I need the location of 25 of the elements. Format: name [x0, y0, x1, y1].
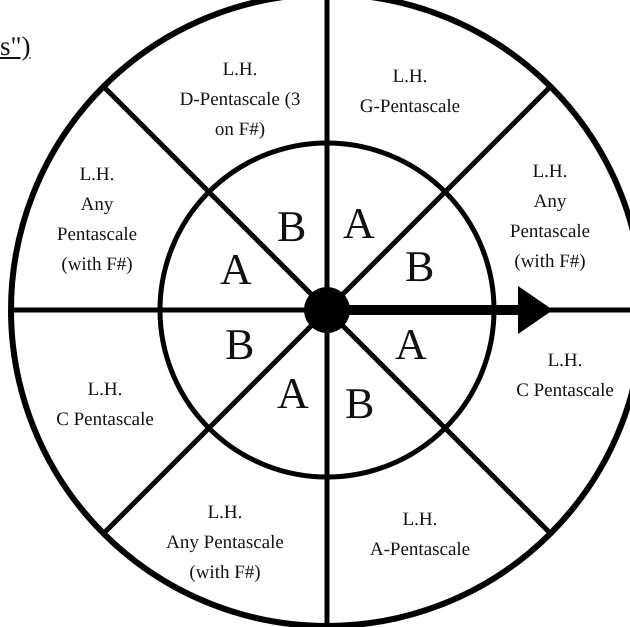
- sector-letter: A: [277, 372, 309, 416]
- sector-label: L.H.: [546, 349, 584, 373]
- sector-letter: B: [405, 245, 434, 289]
- sector-label: Any Pentascale (with F#): [165, 531, 285, 585]
- heading-fragment: s"): [0, 33, 31, 60]
- sector-label: L.H.: [222, 58, 258, 82]
- sector-label: L.H.: [532, 160, 568, 184]
- sector-label: G-Pentascale: [358, 95, 462, 119]
- sector-label: L.H.: [392, 65, 428, 89]
- sector-label: L.H.: [78, 163, 116, 187]
- sector-label: L.H.: [86, 378, 124, 402]
- sector-label: C Pentascale: [515, 379, 615, 403]
- sector-label: D-Pentascale (3 on F#): [178, 88, 302, 142]
- sector-letter: A: [343, 202, 375, 246]
- sector-label: A-Pentascale: [368, 538, 472, 562]
- sector-label: Any Pentascale (with F#): [508, 190, 592, 274]
- sector-label: C Pentascale: [55, 408, 155, 432]
- sector-label: Any Pentascale (with F#): [56, 193, 138, 277]
- sector-label: L.H.: [402, 508, 438, 532]
- sector-letter: A: [220, 248, 252, 292]
- sector-letter: B: [277, 205, 306, 249]
- sector-letter: B: [225, 323, 254, 367]
- sector-letter: A: [395, 323, 427, 367]
- sector-letter: B: [345, 382, 374, 426]
- sector-label: L.H.: [206, 501, 244, 525]
